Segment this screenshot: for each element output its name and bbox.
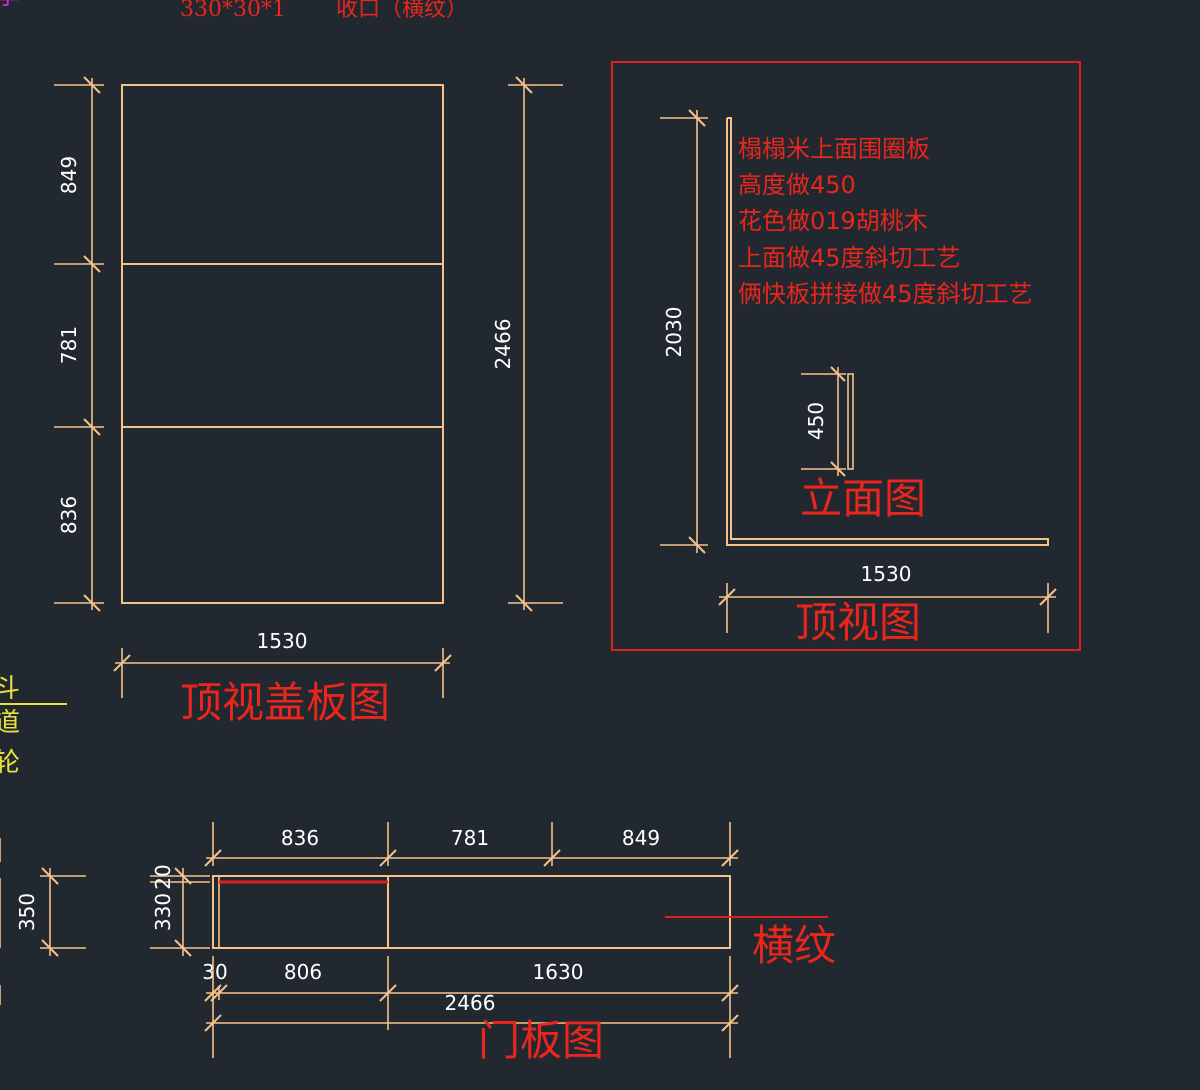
top-cover-title: 顶视盖板图 xyxy=(180,678,390,727)
dimension-tick xyxy=(1039,588,1057,606)
legend-item: 斗 xyxy=(0,674,20,704)
note-line-3: 花色做019胡桃木 xyxy=(738,207,928,235)
dimension-label-2030: 2030 xyxy=(662,307,686,358)
dimension-tick xyxy=(210,984,228,1002)
small-panel-profile[interactable] xyxy=(847,373,854,470)
dimension-tick xyxy=(41,939,59,957)
dimension-tick xyxy=(721,984,739,1002)
legend-item: 轮 xyxy=(0,748,20,778)
legend-item: 道 xyxy=(0,708,20,738)
red-frame[interactable] xyxy=(611,61,1081,651)
dimension-label-849: 849 xyxy=(57,156,81,194)
dimension-label-1630: 1630 xyxy=(533,960,584,984)
note-line-2: 高度做450 xyxy=(738,171,856,199)
dimension-tick xyxy=(718,588,736,606)
dimension-tick xyxy=(830,461,846,477)
dimension-tick xyxy=(204,849,222,867)
dimension-label-849: 849 xyxy=(622,826,660,850)
dimension-tick xyxy=(83,418,101,436)
dimension-tick xyxy=(379,849,397,867)
header-partial-title: 330*30*1 xyxy=(180,0,286,22)
dimension-tick xyxy=(204,984,222,1002)
dimension-tick xyxy=(83,76,101,94)
left-side-panel-fragment[interactable]: 350 xyxy=(0,838,86,1005)
dimension-label-806: 806 xyxy=(284,960,322,984)
dimension-label-2466: 2466 xyxy=(445,991,496,1015)
cover-plate-outline[interactable] xyxy=(121,84,444,604)
door-panel-outline[interactable] xyxy=(212,875,731,949)
dimension-tick xyxy=(113,654,131,672)
note-line-4: 上面做45度斜切工艺 xyxy=(738,244,961,272)
dimension-label-330: 330 xyxy=(151,893,175,931)
dimension-tick xyxy=(688,536,706,554)
header-partial-note: 收口（横纹） xyxy=(336,0,468,22)
left-header-fragment: 孝 xyxy=(0,0,20,11)
dimension-tick xyxy=(379,984,397,1002)
dimension-tick xyxy=(83,255,101,273)
dimension-tick xyxy=(543,849,561,867)
dimension-tick xyxy=(174,867,192,885)
dimension-tick xyxy=(688,109,706,127)
dimension-label-1530: 1530 xyxy=(257,629,308,653)
elevation-title: 立面图 xyxy=(800,474,926,523)
dimension-label-781: 781 xyxy=(451,826,489,850)
door-panel-view[interactable]: 836 781 849 330 20 30 806 1630 2466 横纹 门 xyxy=(150,822,836,1065)
top-cover-plate-view[interactable]: 849 781 836 2466 1530 顶视盖板图 xyxy=(54,76,563,727)
dimension-label-350: 350 xyxy=(15,893,39,931)
dimension-label-30: 30 xyxy=(202,960,227,984)
dimension-label-20: 20 xyxy=(151,864,175,889)
dimension-tick xyxy=(434,654,452,672)
dimension-label-836: 836 xyxy=(57,496,81,534)
dimension-tick xyxy=(41,867,59,885)
dimension-tick xyxy=(174,939,192,957)
dimension-label-781: 781 xyxy=(57,326,81,364)
dimension-tick xyxy=(83,594,101,612)
dimension-tick xyxy=(515,594,533,612)
elevation-detail-box[interactable]: 榻榻米上面围圈板 高度做450 花色做019胡桃木 上面做45度斜切工艺 俩快板… xyxy=(611,61,1081,651)
note-line-5: 俩快板拼接做45度斜切工艺 xyxy=(738,280,1033,308)
door-panel-title: 门板图 xyxy=(478,1016,604,1065)
dimension-tick xyxy=(204,1014,222,1032)
elevation-profile[interactable] xyxy=(726,117,1049,546)
dimension-tick xyxy=(721,849,739,867)
dimension-tick xyxy=(830,366,846,382)
dimension-tick xyxy=(515,76,533,94)
dimension-label-836: 836 xyxy=(281,826,319,850)
dimension-label-1530: 1530 xyxy=(861,562,912,586)
grain-label: 横纹 xyxy=(752,921,836,970)
dimension-tick xyxy=(721,1014,739,1032)
note-line-1: 榻榻米上面围圈板 xyxy=(738,135,930,163)
left-legend-fragment: 斗 道 轮 xyxy=(0,674,67,778)
dimension-label-450: 450 xyxy=(804,402,828,440)
dimension-label-2466: 2466 xyxy=(491,319,515,370)
top-view-title: 顶视图 xyxy=(795,598,921,647)
